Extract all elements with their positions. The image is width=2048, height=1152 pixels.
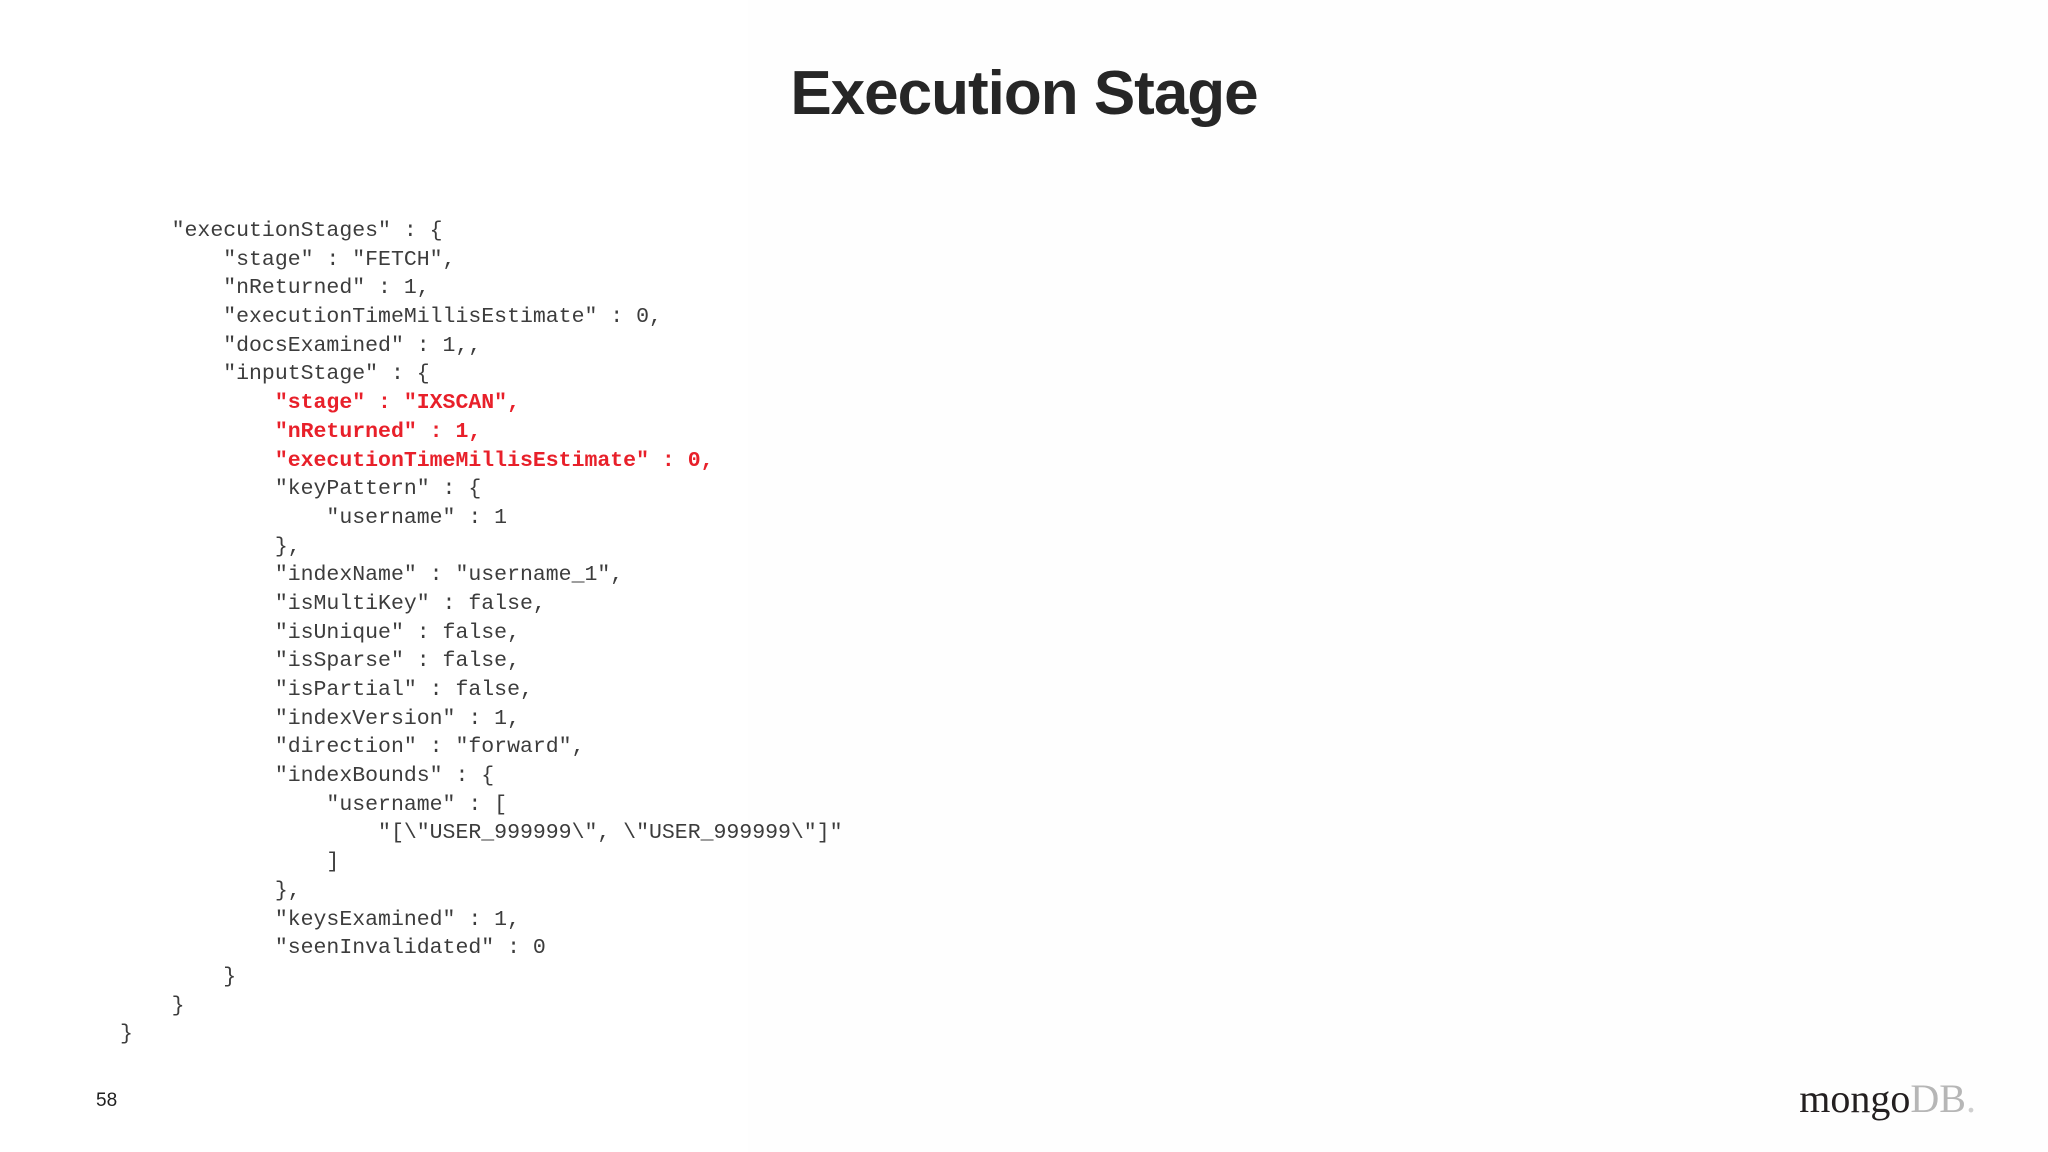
code-line: "executionStages" : { [120,219,443,243]
code-line: "direction" : "forward", [120,735,585,760]
code-line-highlighted: "executionTimeMillisEstimate" : 0, [120,448,714,473]
code-line: } [120,964,237,989]
code-line: "inputStage" : { [120,362,430,387]
code-line: "stage" : "FETCH", [120,247,456,272]
code-block-execution-stages: "executionStages" : { "stage" : "FETCH",… [120,217,843,1049]
background-band [748,0,2048,1152]
mongodb-logo: mongoDB. [1799,1079,1976,1119]
code-line: "isUnique" : false, [120,620,520,645]
code-line: "username" : 1 [120,505,508,530]
code-line: "indexBounds" : { [120,764,495,789]
logo-text-mongo: mongo [1799,1076,1911,1121]
code-line: "docsExamined" : 1,, [120,333,482,358]
code-line: "isPartial" : false, [120,678,533,702]
code-line: "keysExamined" : 1, [120,907,520,932]
page-number: 58 [96,1090,118,1111]
code-line: "isSparse" : false, [120,649,520,674]
logo-dot: . [1966,1076,1976,1121]
code-line: "indexName" : "username_1", [120,563,624,588]
code-line: ] [120,850,340,875]
code-line: "isMultiKey" : false, [120,591,546,616]
code-line: "nReturned" : 1, [120,276,430,301]
code-line: } [120,993,185,1018]
code-line: "indexVersion" : 1, [120,706,520,731]
code-line: "seenInvalidated" : 0 [120,936,546,961]
code-line: "keyPattern" : { [120,477,482,502]
code-line: "username" : [ [120,792,508,817]
code-line-highlighted: "stage" : "IXSCAN", [120,391,520,416]
code-line-highlighted: "nReturned" : 1, [120,419,482,444]
code-line: }, [120,878,301,903]
code-line: }, [120,534,301,559]
page-title: Execution Stage [790,59,1258,128]
code-line: } [120,1022,133,1047]
code-line: "[\"USER_999999\", \"USER_999999\"]" [120,821,843,846]
logo-text-db: DB [1910,1076,1966,1121]
code-line: "executionTimeMillisEstimate" : 0, [120,305,662,330]
